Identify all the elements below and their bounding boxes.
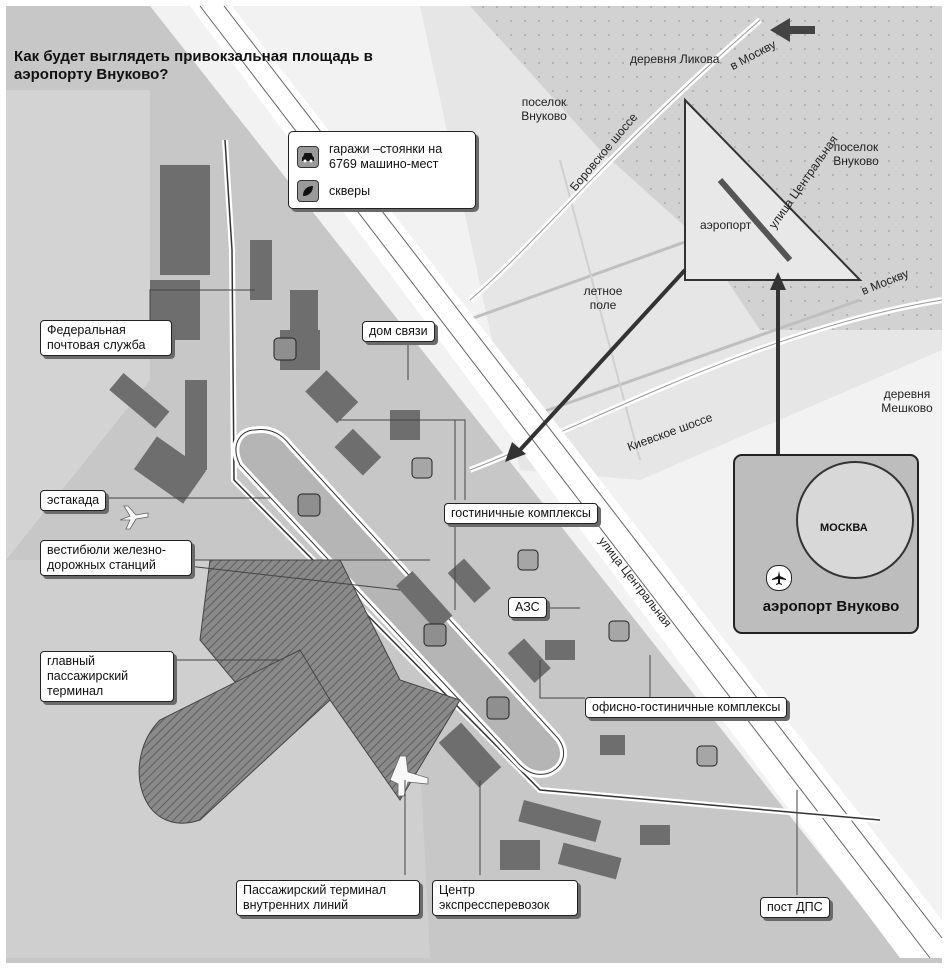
moscow-ring bbox=[796, 461, 914, 579]
pointer-arrowhead bbox=[770, 272, 786, 290]
building bbox=[518, 799, 602, 842]
inset-moscow-label: МОСКВА bbox=[820, 522, 868, 534]
inset-terminal bbox=[717, 178, 793, 262]
callout-comm-house: дом связи bbox=[362, 321, 435, 342]
callout-office-hotels: офисно-гостиничные комплексы bbox=[585, 697, 788, 718]
legend-row-parks: скверы bbox=[297, 180, 370, 202]
runway-line bbox=[519, 298, 861, 422]
buildings bbox=[109, 165, 670, 880]
leaf-icon bbox=[297, 180, 319, 202]
pointer-arrow bbox=[518, 268, 687, 452]
legend-parking-label: гаражи –стоянки на 6769 машино-мест bbox=[329, 142, 443, 171]
parking-icons bbox=[273, 337, 510, 720]
building bbox=[640, 825, 670, 845]
plane-icon bbox=[389, 755, 429, 797]
central-street bbox=[190, 6, 942, 958]
building bbox=[185, 380, 207, 470]
inset-airport-triangle bbox=[684, 97, 863, 281]
building bbox=[160, 165, 210, 275]
building bbox=[250, 240, 272, 300]
building bbox=[334, 428, 382, 476]
callout-hotels: гостиничные комплексы bbox=[444, 503, 598, 524]
plane-icon bbox=[119, 505, 149, 530]
moscow-arrow-top bbox=[770, 18, 815, 42]
building bbox=[290, 290, 318, 330]
park-icons bbox=[411, 457, 718, 767]
page-title: Как будет выглядеть привокзальная площад… bbox=[14, 48, 373, 83]
building bbox=[109, 373, 170, 429]
label-airport: аэропорт bbox=[700, 218, 752, 232]
leader-lines bbox=[108, 289, 798, 895]
callout-rail-lobbies: вестибюли железно-дорожных станций bbox=[40, 540, 192, 576]
callout-overpass: эстакада bbox=[40, 490, 107, 511]
building bbox=[545, 640, 575, 660]
building bbox=[447, 558, 491, 603]
building bbox=[600, 735, 625, 755]
building bbox=[438, 722, 502, 788]
legend-park-label: скверы bbox=[329, 183, 371, 198]
legend: гаражи –стоянки на 6769 машино-мест скве… bbox=[288, 131, 476, 209]
building bbox=[133, 436, 207, 504]
taxi-line bbox=[559, 159, 641, 461]
terminal-pier bbox=[138, 649, 331, 824]
inset-airport-label: аэропорт Внуково bbox=[762, 598, 900, 615]
callout-main-terminal: главный пассажирский терминал bbox=[40, 651, 174, 702]
legend-row-parking: гаражи –стоянки на 6769 машино-мест bbox=[297, 142, 469, 172]
label-vnukovo-settlement: поселок Внуково bbox=[521, 95, 567, 123]
car-icon bbox=[297, 146, 319, 168]
plane-icon bbox=[766, 565, 792, 591]
callout-post-service: Федеральная почтовая служба bbox=[40, 320, 172, 356]
borovskoe-road-edge bbox=[469, 19, 761, 301]
label-summer-field: летное поле bbox=[583, 284, 623, 312]
building bbox=[305, 370, 359, 424]
building bbox=[390, 410, 420, 440]
plane-icons bbox=[119, 505, 429, 797]
building bbox=[396, 571, 453, 631]
building bbox=[557, 842, 622, 880]
callout-domestic-terminal: Пассажирский терминал внутренних линий bbox=[236, 880, 420, 916]
pointer-arrowhead bbox=[505, 442, 526, 462]
callout-traffic-post: пост ДПС bbox=[760, 897, 830, 918]
callout-gas-station: АЗС bbox=[508, 597, 547, 618]
label-meshkovo: деревня Мешково bbox=[881, 387, 933, 415]
label-vnukovo-settlement-right: поселок Внуково bbox=[833, 140, 879, 168]
building bbox=[500, 840, 540, 870]
label-likova: деревня Ликова bbox=[630, 52, 720, 66]
callout-express-center: Центр экспрессперевозок bbox=[432, 880, 578, 916]
